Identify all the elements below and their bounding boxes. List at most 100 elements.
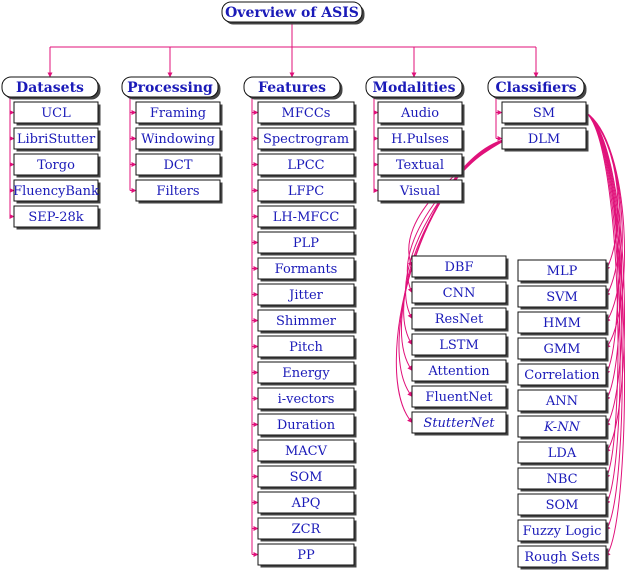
- box-frame: [365, 76, 463, 98]
- item-datasets-libristutter-label: LibriStutter: [17, 132, 96, 147]
- item-features-lfpc-label: LFPC: [288, 184, 324, 199]
- dlm-model-resnet-label: ResNet: [435, 312, 484, 327]
- sm-model-svm-label: SVM: [546, 290, 578, 305]
- item-datasets-sep-28k-label: SEP-28k: [28, 210, 83, 225]
- item-processing-filters: Filters: [135, 179, 223, 204]
- box-frame: [257, 413, 355, 436]
- box-frame: [377, 101, 463, 124]
- item-features-energy: Energy: [257, 361, 357, 386]
- box-frame: [257, 465, 355, 488]
- box-frame: [257, 309, 355, 332]
- item-classifiers-dlm: DLM: [501, 127, 589, 152]
- dlm-model-resnet: ResNet: [411, 307, 509, 332]
- sm-model-correlation: Correlation: [517, 363, 609, 388]
- item-features-energy-label: Energy: [282, 366, 330, 381]
- sm-model-nbc: NBC: [517, 467, 609, 492]
- box-frame: [135, 179, 221, 202]
- dlm-connector: [395, 138, 509, 423]
- box-frame: [135, 101, 221, 124]
- sm-model-mlp: MLP: [517, 259, 609, 284]
- item-modalities-h-pulses-label: H.Pulses: [391, 132, 449, 147]
- item-modalities-textual: Textual: [377, 153, 465, 178]
- box-frame: [517, 545, 607, 568]
- box-frame: [135, 153, 221, 176]
- box-frame: [257, 543, 355, 566]
- item-datasets-sep-28k: SEP-28k: [13, 205, 101, 230]
- sm-connector: [585, 112, 621, 505]
- box-frame: [377, 179, 463, 202]
- item-features-lpcc-label: LPCC: [287, 158, 324, 173]
- column-header-modalities-label: Modalities: [373, 80, 456, 96]
- sm-connector: [585, 112, 623, 531]
- item-features-zcr-label: ZCR: [292, 522, 322, 537]
- box-frame: [517, 493, 607, 516]
- item-features-shimmer-label: Shimmer: [276, 314, 337, 329]
- box-frame: [257, 361, 355, 384]
- item-features-formants-label: Formants: [275, 262, 338, 277]
- item-features-lfpc: LFPC: [257, 179, 357, 204]
- item-datasets-torgo-label: Torgo: [37, 158, 75, 173]
- item-features-lh-mfcc: LH-MFCC: [257, 205, 357, 230]
- sm-model-gmm: GMM: [517, 337, 609, 362]
- box-frame: [257, 335, 355, 358]
- column-header-processing: Processing: [121, 76, 221, 100]
- box-frame: [377, 153, 463, 176]
- dlm-model-dbf: DBF: [411, 255, 509, 280]
- sm-model-gmm-label: GMM: [543, 342, 580, 357]
- box-frame: [517, 285, 607, 308]
- item-features-formants: Formants: [257, 257, 357, 282]
- box-frame: [257, 205, 355, 228]
- column-header-features-label: Features: [258, 80, 326, 96]
- box-frame: [487, 76, 585, 98]
- box-frame: [411, 359, 507, 382]
- box-frame: [13, 101, 99, 124]
- box-frame: [13, 179, 99, 202]
- column-header-classifiers: Classifiers: [487, 76, 587, 100]
- item-classifiers-sm-label: SM: [533, 106, 555, 121]
- item-features-mfccs-label: MFCCs: [282, 106, 331, 121]
- box-frame: [13, 127, 99, 150]
- box-frame: [257, 153, 355, 176]
- box-frame: [257, 127, 355, 150]
- dlm-model-attention: Attention: [411, 359, 509, 384]
- box-frame: [517, 415, 607, 438]
- box-frame: [257, 439, 355, 462]
- item-features-mfccs: MFCCs: [257, 101, 357, 126]
- box-frame: [257, 517, 355, 540]
- sm-connector: [585, 112, 623, 427]
- item-classifiers-sm: SM: [501, 101, 589, 126]
- sm-model-fuzzy-logic: Fuzzy Logic: [517, 519, 609, 544]
- box-frame: [257, 231, 355, 254]
- box-frame: [411, 255, 507, 278]
- item-processing-dct-label: DCT: [163, 158, 192, 173]
- item-features-plp-label: PLP: [293, 236, 319, 251]
- box-frame: [13, 205, 99, 228]
- box-frame: [411, 307, 507, 330]
- box-frame: [257, 491, 355, 514]
- item-modalities-audio: Audio: [377, 101, 465, 126]
- box-frame: [517, 259, 607, 282]
- item-processing-dct: DCT: [135, 153, 223, 178]
- item-processing-windowing: Windowing: [135, 127, 223, 152]
- item-datasets-fluencybank: FluencyBank: [13, 179, 101, 204]
- sm-model-lda-label: LDA: [548, 446, 577, 461]
- sm-model-som: SOM: [517, 493, 609, 518]
- box-frame: [517, 467, 607, 490]
- item-modalities-h-pulses: H.Pulses: [377, 127, 465, 152]
- box-frame: [411, 385, 507, 408]
- dlm-model-cnn-label: CNN: [443, 286, 476, 301]
- dlm-model-lstm-label: LSTM: [439, 338, 479, 353]
- column-header-processing-label: Processing: [127, 80, 213, 96]
- item-datasets-fluencybank-label: FluencyBank: [13, 184, 99, 199]
- item-features-pp-label: PP: [297, 548, 315, 563]
- box-frame: [517, 363, 607, 386]
- item-features-jitter: Jitter: [257, 283, 357, 308]
- sm-connector: [585, 112, 625, 557]
- dlm-connector: [405, 138, 509, 319]
- sm-model-correlation-label: Correlation: [524, 368, 600, 383]
- box-frame: [13, 153, 99, 176]
- item-features-i-vectors: i-vectors: [257, 387, 357, 412]
- sm-model-som-label: SOM: [546, 498, 579, 513]
- item-features-zcr: ZCR: [257, 517, 357, 542]
- dlm-model-cnn: CNN: [411, 281, 509, 306]
